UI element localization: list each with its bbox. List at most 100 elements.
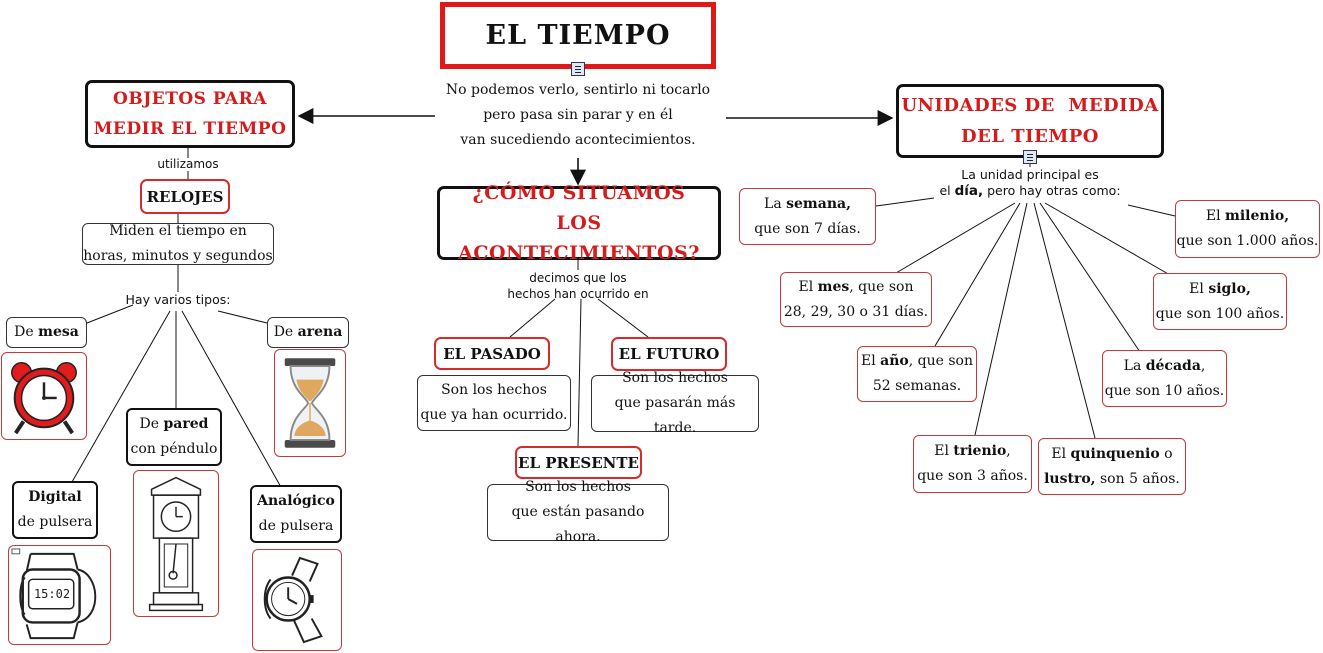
pasado-desc-box: Son los hechos que ya han ocurrido. [417,375,571,431]
relojes-desc-line: Miden el tiempo en [109,223,247,239]
analogico-line2: de pulsera [258,518,334,534]
mesa-node: De mesa [6,317,87,348]
pared-bold: pared [163,416,209,432]
siglo-node: El siglo, que son 100 años. [1153,273,1287,330]
unidades-heading-line: DEL TIEMPO [961,126,1099,147]
semana-node: La semana, que son 7 días. [739,188,876,245]
link-hay-varios-tipos: Hay varios tipos: [125,292,231,307]
quinquenio-post: o [1159,445,1173,462]
note-icon [571,62,585,76]
pasado-desc-line: Son los hechos [441,382,547,398]
hourglass-image [274,349,346,457]
siglo-line2: que son 100 años. [1155,305,1285,322]
digital-watch-time: 15:02 [33,587,71,601]
presente-desc-line: Son los hechos [525,479,631,495]
anio-bold: año [880,353,909,369]
trienio-node: El trienio, que son 3 años. [913,435,1032,493]
link-unidad-line1: La unidad principal es [961,167,1099,182]
futuro-node: EL FUTURO [611,337,727,371]
link-decimos: decimos que los hechos han ocurrido en [480,270,676,302]
presente-desc-box: Son los hechos que están pasando ahora. [487,479,669,545]
presente-desc-line: que están pasando ahora. [511,504,645,545]
decada-pre: La [1123,357,1146,374]
quinquenio-bold: quinquenio [1070,445,1160,462]
link-unidad-principal: La unidad principal es el día, pero hay … [915,167,1145,199]
note-icon [1023,150,1037,164]
mesa-bold: mesa [38,324,79,340]
digital-watch-image: 15:02 [8,545,111,645]
alarm-clock-icon [11,362,77,435]
alarm-clock-image [1,352,87,440]
mes-pre: El [798,278,818,295]
pared-pre: De [139,416,164,432]
relojes-desc-box: Miden el tiempo en horas, minutos y segu… [82,223,274,265]
siglo-pre: El [1189,280,1209,297]
futuro-desc-line: que pasarán más tarde. [614,395,736,436]
link-unidad-pre: el [939,183,955,198]
anio-node: El año, que son 52 semanas. [857,346,977,402]
relojes-desc-line: horas, minutos y segundos [83,248,273,264]
link-utilizamos: utilizamos [157,157,219,171]
link-unidad-post: pero hay otras como: [983,183,1121,198]
semana-bold: semana, [786,195,851,212]
digital-node: Digital de pulsera [12,481,98,539]
analog-watch-image [252,549,342,651]
page-title: EL TIEMPO [485,20,671,51]
objetos-heading-box: OBJETOS PARA MEDIR EL TIEMPO [85,80,295,148]
anio-line2: 52 semanas. [872,378,962,394]
pasado-label: EL PASADO [443,344,541,363]
trienio-bold: trienio [953,443,1007,459]
decada-bold: década [1145,357,1201,374]
grandfather-clock-icon [148,476,204,612]
anio-post: , que son [908,353,973,369]
decada-post: , [1200,357,1206,374]
trienio-line2: que son 3 años. [917,468,1028,484]
mes-post: , que son [849,278,914,295]
pasado-node: EL PASADO [434,337,550,370]
presente-label: EL PRESENTE [518,453,639,472]
analog-watch-icon [263,556,323,644]
quinquenio-bold2: lustro, [1044,470,1096,487]
mesa-pre: De [14,324,39,340]
unidades-heading-line: UNIDADES DE MEDIDA [901,95,1159,116]
pasado-desc-line: que ya han ocurrido. [420,407,568,423]
decada-node: La década, que son 10 años. [1102,350,1227,407]
milenio-line2: que son 1.000 años. [1176,233,1319,249]
digital-line2: de pulsera [17,514,93,530]
como-situamos-box: ¿CÓMO SITUAMOS LOS ACONTECIMIENTOS? [437,182,721,264]
objetos-heading-line: MEDIR EL TIEMPO [93,119,287,139]
analogico-bold: Analógico [257,493,335,509]
semana-pre: La [764,195,787,212]
futuro-desc-box: Son los hechos que pasarán más tarde. [591,370,759,436]
intro-line: van sucediendo acontecimientos. [460,132,696,148]
link-decimos-line: decimos que los [529,271,627,285]
unidades-heading-box: UNIDADES DE MEDIDA DEL TIEMPO [896,84,1164,158]
trienio-pre: El [934,443,954,459]
analogico-node: Analógico de pulsera [250,485,342,543]
mes-line2: 28, 29, 30 o 31 días. [783,303,929,320]
arena-bold: arena [297,324,343,340]
intro-line: pero pasa sin parar y en él [483,107,673,123]
anio-pre: El [861,353,881,369]
quinquenio-node: El quinquenio o lustro, son 5 años. [1038,438,1186,495]
mes-node: El mes, que son 28, 29, 30 o 31 días. [780,272,932,327]
link-unidad-bold: día, [954,183,984,199]
milenio-node: El milenio, que son 1.000 años. [1175,200,1320,258]
hourglass-icon [284,358,336,448]
grandfather-clock-image [133,470,219,617]
quinquenio-post2: son 5 años. [1095,470,1180,487]
decada-line2: que son 10 años. [1104,382,1225,399]
intro-line: No podemos verlo, sentirlo ni tocarlo [445,82,711,98]
como-heading-line: ¿CÓMO SITUAMOS [472,182,686,204]
relojes-node: RELOJES [140,179,230,214]
semana-line2: que son 7 días. [754,220,861,237]
relojes-label: RELOJES [146,187,224,206]
como-heading-line: LOS ACONTECIMIENTOS? [458,212,700,264]
presente-node: EL PRESENTE [515,446,642,479]
futuro-label: EL FUTURO [618,345,720,363]
siglo-bold: siglo, [1208,280,1251,297]
digital-watch-icon [11,548,97,640]
futuro-desc-line: Son los hechos [622,370,728,386]
quinquenio-pre: El [1051,445,1071,462]
milenio-bold: milenio, [1225,208,1290,224]
